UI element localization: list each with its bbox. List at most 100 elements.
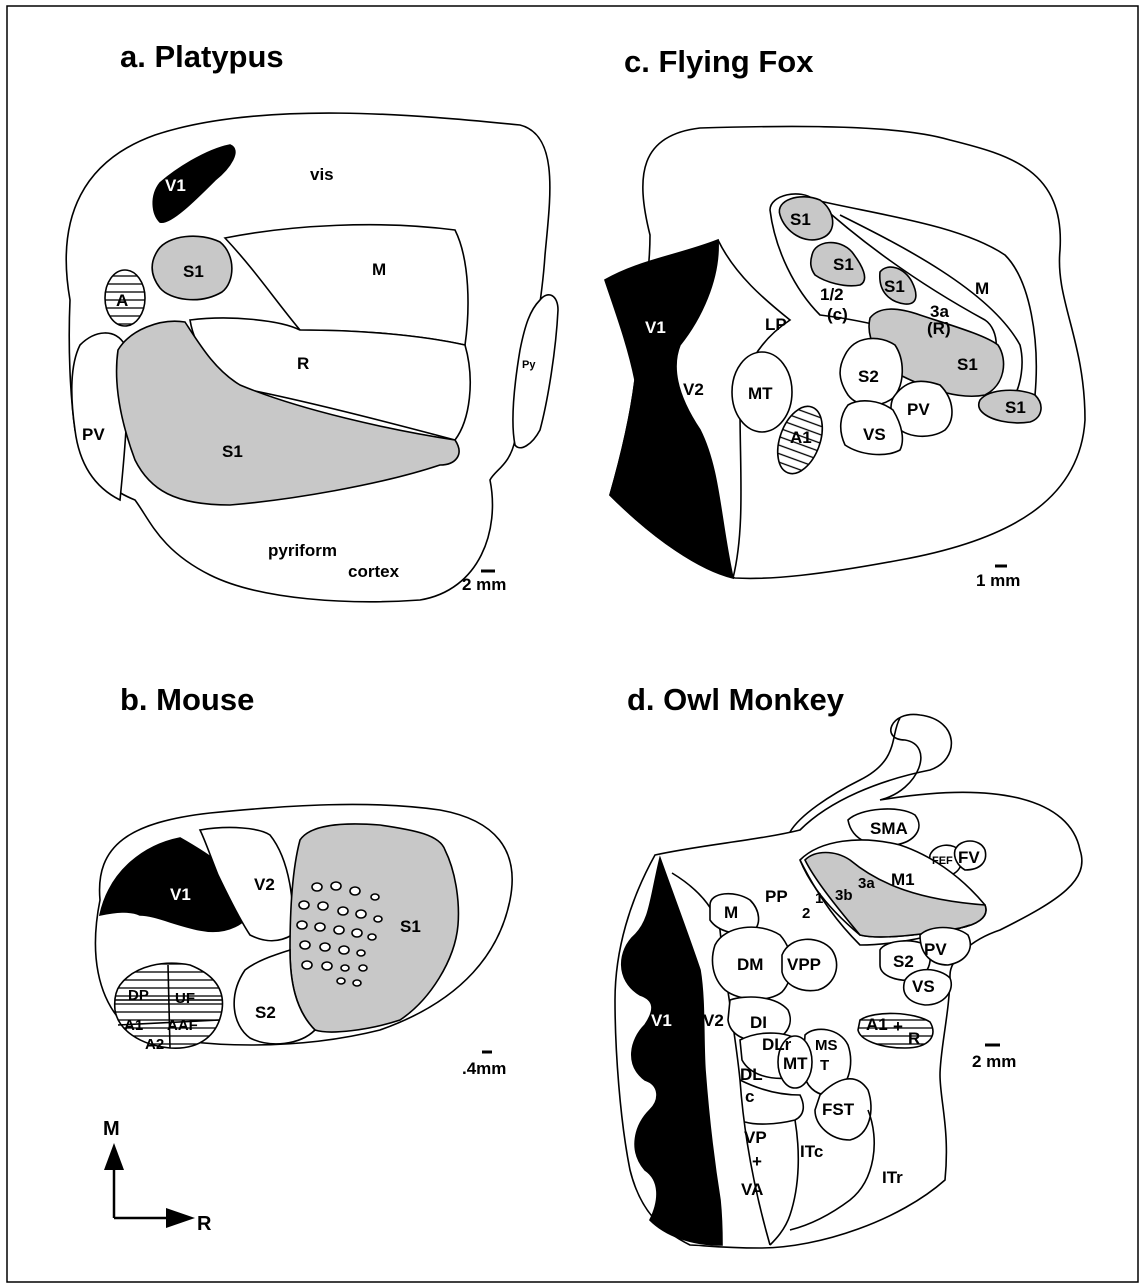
barrel xyxy=(337,978,345,984)
owlmonkey-plus-label: + xyxy=(893,1017,903,1036)
barrel xyxy=(331,882,341,890)
barrel xyxy=(297,921,307,929)
platypus-s1-small-label: S1 xyxy=(183,262,204,281)
barrel xyxy=(357,950,365,956)
platypus-s1-large-label: S1 xyxy=(222,442,243,461)
panel-a-title: a. Platypus xyxy=(120,39,284,74)
owlmonkey-mt-label: MT xyxy=(783,1054,808,1073)
platypus-pv-label: PV xyxy=(82,425,105,444)
platypus-cortex-label: cortex xyxy=(348,562,400,581)
platypus-v1-label: V1 xyxy=(165,176,186,195)
owlmonkey-r-label: R xyxy=(908,1029,920,1048)
orientation-axes: M R xyxy=(103,1118,212,1235)
owlmonkey-dm-label: DM xyxy=(737,955,763,974)
owlmonkey-v1-label: V1 xyxy=(651,1011,672,1030)
owlmonkey-dlr-label: DLr xyxy=(762,1035,792,1054)
flyingfox-c-label: (c) xyxy=(827,305,848,324)
flyingfox-s1-small-label: S1 xyxy=(884,277,905,296)
flyingfox-s1-mid-label: S1 xyxy=(833,255,854,274)
flyingfox-s2-label: S2 xyxy=(858,367,879,386)
owlmonkey-fef-label: FEF xyxy=(932,855,953,867)
owlmonkey-t-label: T xyxy=(820,1057,829,1074)
panel-platypus: a. Platypus V1 vis S1 M A R PV S1 Py pyr… xyxy=(66,39,558,602)
flyingfox-a1-label: A1 xyxy=(790,428,812,447)
barrel xyxy=(318,902,328,910)
flyingfox-s1-large-label: S1 xyxy=(957,355,978,374)
mouse-s2-label: S2 xyxy=(255,1003,276,1022)
barrel xyxy=(356,910,366,918)
owlmonkey-dl-label: DL xyxy=(740,1065,763,1084)
barrel xyxy=(352,929,362,937)
flyingfox-m-label: M xyxy=(975,279,989,298)
barrel xyxy=(299,901,309,909)
panel-mouse: b. Mouse xyxy=(95,682,512,1078)
owlmonkey-area-3a-label: 3a xyxy=(858,875,875,892)
owlmonkey-ms-label: MS xyxy=(815,1037,838,1054)
owlmonkey-fv-label: FV xyxy=(958,848,980,867)
owlmonkey-fst-label: FST xyxy=(822,1100,855,1119)
mouse-v1-label: V1 xyxy=(170,885,191,904)
flyingfox-vs-label: VS xyxy=(863,425,886,444)
barrel xyxy=(374,916,382,922)
mouse-s1-label: S1 xyxy=(400,917,421,936)
mouse-scale-label: .4mm xyxy=(462,1059,506,1078)
platypus-m-label: M xyxy=(372,260,386,279)
owlmonkey-m-label: M xyxy=(724,903,738,922)
owlmonkey-scale-label: 2 mm xyxy=(972,1052,1016,1071)
medial-axis-label: M xyxy=(103,1118,120,1140)
barrel xyxy=(300,941,310,949)
flyingfox-lp-label: LP xyxy=(765,315,787,334)
barrel xyxy=(371,894,379,900)
barrel xyxy=(339,946,349,954)
barrel xyxy=(338,907,348,915)
rostral-axis-label: R xyxy=(197,1213,212,1235)
owlmonkey-vs-label: VS xyxy=(912,977,935,996)
barrel xyxy=(315,923,325,931)
mouse-a1-label: A1 xyxy=(124,1017,143,1034)
owlmonkey-pp-label: PP xyxy=(765,887,788,906)
platypus-r-label: R xyxy=(297,354,309,373)
flyingfox-mt-label: MT xyxy=(748,384,773,403)
owlmonkey-s2-label: S2 xyxy=(893,952,914,971)
flyingfox-r-label: (R) xyxy=(927,319,951,338)
mouse-v2-label: V2 xyxy=(254,875,275,894)
platypus-vis-label: vis xyxy=(310,165,334,184)
barrel xyxy=(359,965,367,971)
owlmonkey-a1-label: A1 xyxy=(866,1015,888,1034)
owlmonkey-area-3b-label: 3b xyxy=(835,887,853,904)
panel-flying-fox: c. Flying Fox S1 S1 S1 M S1 S1 V1 V2 LP … xyxy=(605,44,1085,590)
owlmonkey-vp-label: VP xyxy=(744,1128,767,1147)
flyingfox-half-label: 1/2 xyxy=(820,285,844,304)
panel-d-title: d. Owl Monkey xyxy=(627,682,845,717)
panel-c-title: c. Flying Fox xyxy=(624,44,814,79)
owlmonkey-area-2-label: 2 xyxy=(802,905,810,922)
owlmonkey-di-label: DI xyxy=(750,1013,767,1032)
owlmonkey-v2-label: V2 xyxy=(703,1011,724,1030)
panel-owl-monkey: d. Owl Monkey SMA FEF FV PP M 1 2 3b 3a xyxy=(615,682,1082,1248)
owlmonkey-area-1-label: 1 xyxy=(815,890,823,907)
barrel xyxy=(322,962,332,970)
barrel xyxy=(350,887,360,895)
mouse-aaf-label: AAF xyxy=(167,1017,198,1034)
barrel xyxy=(302,961,312,969)
platypus-py-label: Py xyxy=(522,359,536,371)
barrel xyxy=(368,934,376,940)
owlmonkey-sma-label: SMA xyxy=(870,819,908,838)
platypus-pyriform-label: pyriform xyxy=(268,541,337,560)
mouse-uf-label: UF xyxy=(175,990,195,1007)
barrel xyxy=(341,965,349,971)
barrel xyxy=(334,926,344,934)
barrel xyxy=(320,943,330,951)
flyingfox-v2-label: V2 xyxy=(683,380,704,399)
owlmonkey-itc-label: ITc xyxy=(800,1142,823,1161)
medial-arrowhead-icon xyxy=(104,1143,124,1170)
flyingfox-s1-top-label: S1 xyxy=(790,210,811,229)
platypus-scale-label: 2 mm xyxy=(462,575,506,594)
flyingfox-s1-tail-label: S1 xyxy=(1005,398,1026,417)
barrel xyxy=(353,980,361,986)
platypus-a-label: A xyxy=(116,291,128,310)
owlmonkey-pv-label: PV xyxy=(924,940,947,959)
owlmonkey-plus2-label: + xyxy=(752,1152,762,1171)
rostral-arrowhead-icon xyxy=(166,1208,195,1228)
